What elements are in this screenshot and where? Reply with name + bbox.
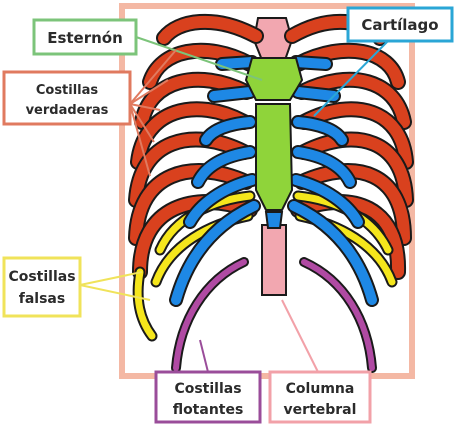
label-columna-vertebral-line2: vertebral	[284, 402, 357, 418]
label-esternon: Esternón	[34, 20, 136, 54]
label-costillas-falsas-line2: falsas	[19, 291, 65, 307]
label-costillas-flotantes: Costillas flotantes	[156, 372, 260, 422]
label-cartilago-text: Cartílago	[361, 16, 438, 34]
label-esternon-text: Esternón	[47, 29, 123, 47]
label-costillas-verdaderas: Costillas verdaderas	[4, 72, 130, 124]
label-costillas-falsas-line1: Costillas	[8, 269, 75, 285]
label-costillas-verdaderas-line2: verdaderas	[26, 103, 109, 118]
label-columna-vertebral: Columna vertebral	[270, 372, 370, 422]
label-costillas-flotantes-line1: Costillas	[174, 381, 241, 397]
label-costillas-falsas: Costillas falsas	[4, 258, 80, 316]
label-cartilago: Cartílago	[348, 8, 452, 41]
label-columna-vertebral-line1: Columna	[286, 381, 355, 397]
label-costillas-verdaderas-line1: Costillas	[36, 83, 99, 98]
label-costillas-flotantes-line2: flotantes	[173, 402, 244, 418]
